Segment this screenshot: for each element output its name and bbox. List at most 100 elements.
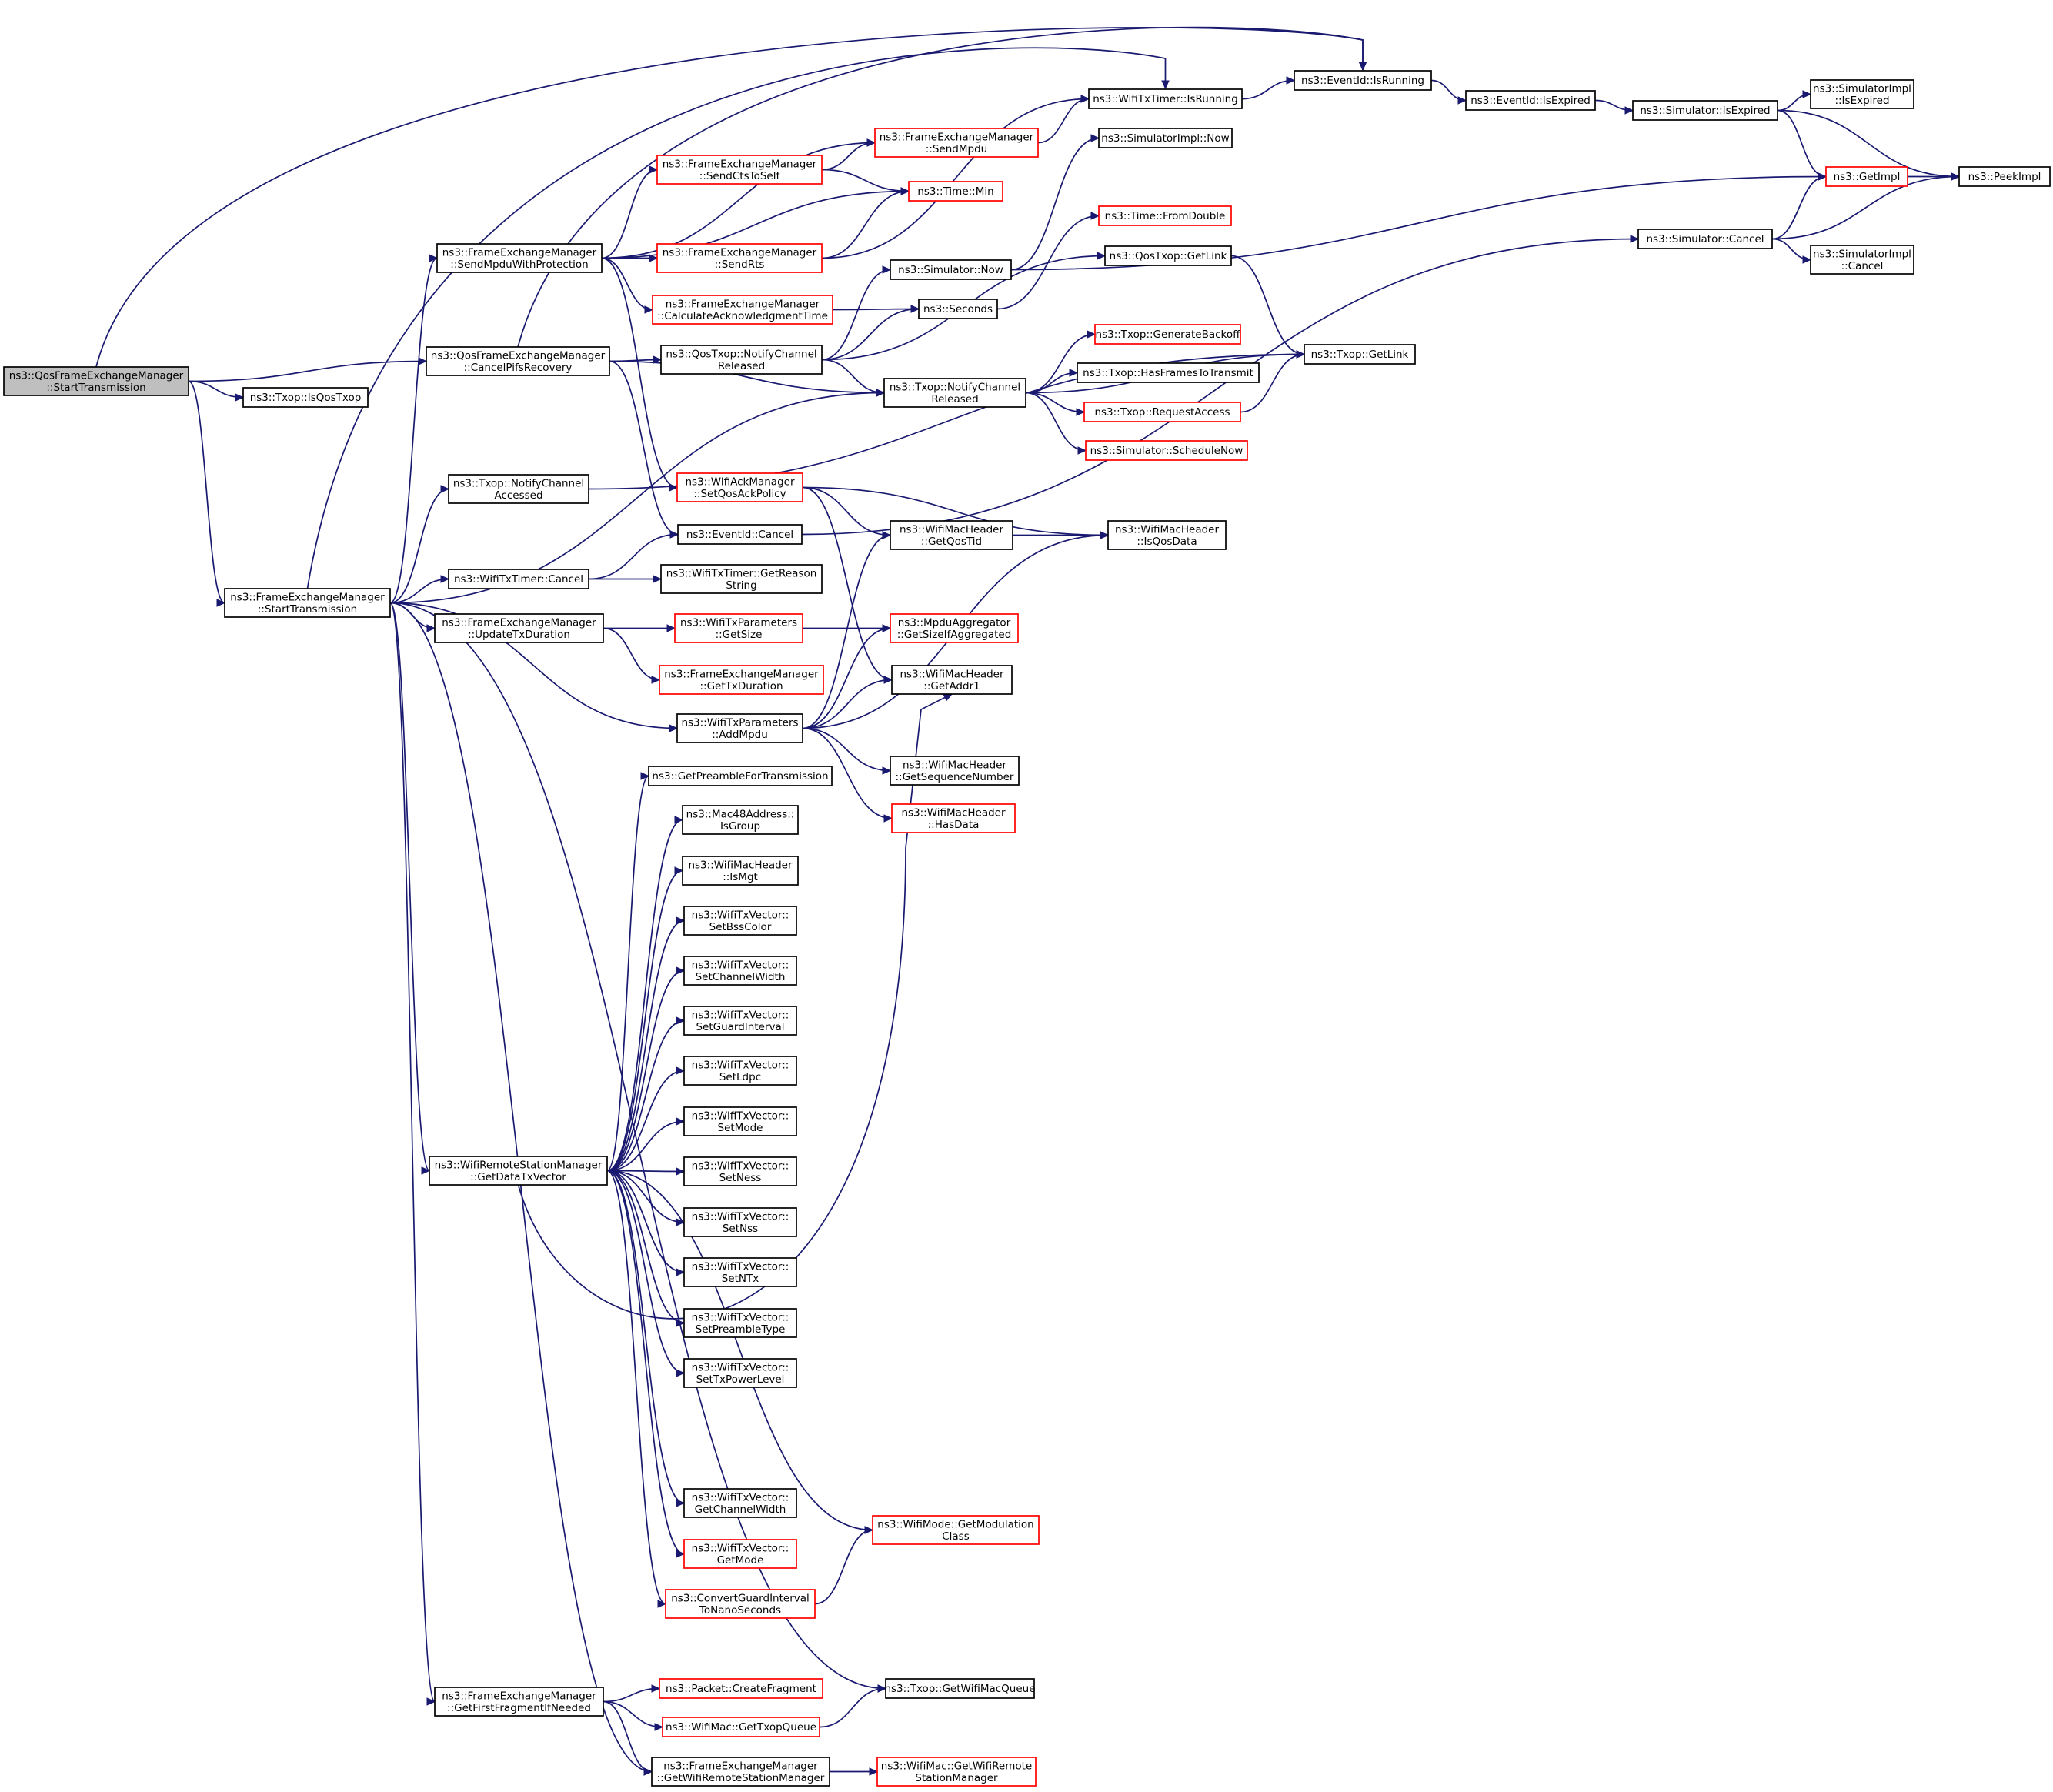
node-getwrsm2[interactable]: ns3::WifiMac::GetWifiRemoteStationManage… (876, 1757, 1037, 1787)
node-reqaccess[interactable]: ns3::Txop::RequestAccess (1083, 402, 1241, 422)
node-isgroup[interactable]: ns3::Mac48Address::IsGroup (682, 805, 799, 835)
node-genbackoff[interactable]: ns3::Txop::GenerateBackoff (1094, 324, 1241, 345)
node-label: ns3::QosTxop::GetLink (1110, 250, 1227, 262)
node-getpreamble[interactable]: ns3::GetPreambleForTransmission (648, 766, 833, 786)
node-setldpc[interactable]: ns3::WifiTxVector::SetLdpc (683, 1056, 797, 1086)
node-getseq[interactable]: ns3::WifiMacHeader::GetSequenceNumber (890, 756, 1020, 786)
edge-arrowhead (1087, 330, 1097, 339)
node-wtimerrun[interactable]: ns3::WifiTxTimer::IsRunning (1088, 88, 1243, 109)
node-getwmq[interactable]: ns3::Txop::GetWifiMacQueue (884, 1678, 1036, 1699)
node-cpr[interactable]: ns3::QosFrameExchangeManager::CancelPifs… (426, 346, 610, 376)
node-schednow[interactable]: ns3::Simulator::ScheduleNow (1085, 440, 1248, 461)
edge-line (1025, 392, 1085, 413)
edge-arrowhead (640, 772, 650, 780)
node-gwrsm[interactable]: ns3::FrameExchangeManager::GetWifiRemote… (651, 1757, 830, 1787)
node-gettxopq[interactable]: ns3::WifiMac::GetTxopQueue (662, 1717, 820, 1737)
node-settxp[interactable]: ns3::WifiTxVector::SetTxPowerLevel (683, 1358, 797, 1388)
node-sendrts[interactable]: ns3::FrameExchangeManager::SendRts (656, 243, 823, 273)
node-box (3, 366, 189, 396)
node-label: ::SendCtsToSelf (699, 170, 781, 182)
node-wtcancel[interactable]: ns3::WifiTxTimer::Cancel (448, 569, 589, 589)
node-gdtv[interactable]: ns3::WifiRemoteStationManager::GetDataTx… (429, 1156, 608, 1186)
node-gettxdur[interactable]: ns3::FrameExchangeManager::GetTxDuration (659, 665, 824, 695)
node-addmpdu[interactable]: ns3::WifiTxParameters::AddMpdu (676, 713, 803, 743)
node-qgetlink[interactable]: ns3::QosTxop::GetLink (1104, 245, 1232, 266)
edge-line (389, 257, 438, 604)
node-hasdata[interactable]: ns3::WifiMacHeader::HasData (891, 803, 1016, 833)
node-utxd[interactable]: ns3::FrameExchangeManager::UpdateTxDurat… (434, 613, 604, 643)
node-getimpl[interactable]: ns3::GetImpl (1825, 166, 1908, 187)
node-getsizeagg[interactable]: ns3::MpduAggregator::GetSizeIfAggregated (890, 613, 1019, 643)
node-simcancel[interactable]: ns3::Simulator::Cancel (1637, 229, 1773, 249)
node-createfrag[interactable]: ns3::Packet::CreateFragment (659, 1678, 823, 1699)
node-label: ns3::Packet::CreateFragment (666, 1683, 816, 1695)
node-root[interactable]: ns3::QosFrameExchangeManager::StartTrans… (3, 366, 189, 396)
node-box (676, 713, 803, 743)
node-setqos[interactable]: ns3::WifiAckManager::SetQosAckPolicy (676, 472, 803, 502)
node-box (891, 665, 1013, 695)
node-box (683, 1488, 797, 1518)
node-setcw[interactable]: ns3::WifiTxVector::SetChannelWidth (683, 956, 797, 986)
node-siexp[interactable]: ns3::SimulatorImpl::IsExpired (1810, 79, 1914, 109)
node-evrun[interactable]: ns3::EventId::IsRunning (1294, 70, 1432, 91)
edge-arrowhead (676, 1167, 686, 1176)
node-setbss[interactable]: ns3::WifiTxVector::SetBssColor (683, 906, 797, 936)
edge-wtcancel-evcancel (588, 530, 679, 580)
node-smwp[interactable]: ns3::FrameExchangeManager::SendMpduWithP… (436, 243, 603, 273)
node-sendmpdu[interactable]: ns3::FrameExchangeManager::SendMpdu (874, 128, 1039, 158)
edge-tncr-reqaccess (1025, 392, 1086, 416)
node-hasframes[interactable]: ns3::Txop::HasFramesToTransmit (1077, 362, 1260, 383)
node-simexp[interactable]: ns3::Simulator::IsExpired (1632, 100, 1778, 121)
edge-arrowhead (676, 1066, 686, 1075)
node-label: ::SendMpdu (926, 143, 987, 155)
node-label: ::GetSize (716, 629, 763, 641)
node-label: SetNTx (722, 1273, 759, 1285)
node-box (1098, 128, 1233, 148)
edge-arrowhead (440, 575, 450, 583)
node-sctself[interactable]: ns3::FrameExchangeManager::SendCtsToSelf (656, 155, 823, 185)
edge-gdtv-ismgt (606, 866, 684, 1172)
node-wtpsize[interactable]: ns3::WifiTxParameters::GetSize (674, 613, 803, 643)
node-getaddr1[interactable]: ns3::WifiMacHeader::GetAddr1 (891, 665, 1013, 695)
node-isqosdata[interactable]: ns3::WifiMacHeader::IsQosData (1107, 520, 1227, 550)
node-tgetlink[interactable]: ns3::Txop::GetLink (1304, 344, 1416, 365)
node-calcack[interactable]: ns3::FrameExchangeManager::CalculateAckn… (652, 295, 833, 325)
node-setpre[interactable]: ns3::WifiTxVector::SetPreambleType (683, 1308, 797, 1338)
node-simnow[interactable]: ns3::Simulator::Now (890, 259, 1012, 280)
node-ismgt[interactable]: ns3::WifiMacHeader::IsMgt (682, 856, 799, 886)
edge-line (517, 693, 953, 1320)
node-evcancel[interactable]: ns3::EventId::Cancel (677, 524, 803, 545)
node-fromdouble[interactable]: ns3::Time::FromDouble (1098, 205, 1232, 226)
edge-arrowhead (1069, 369, 1079, 377)
node-sicancel[interactable]: ns3::SimulatorImpl::Cancel (1810, 245, 1914, 275)
node-setntx[interactable]: ns3::WifiTxVector::SetNTx (683, 1257, 797, 1287)
node-label: ns3::WifiTxTimer::GetReason (666, 567, 817, 579)
node-setness[interactable]: ns3::WifiTxVector::SetNess (683, 1156, 797, 1186)
node-getqostid[interactable]: ns3::WifiMacHeader::GetQosTid (890, 520, 1013, 550)
edge-arrowhead (669, 530, 679, 539)
node-fst[interactable]: ns3::FrameExchangeManager::StartTransmis… (224, 588, 391, 618)
node-label: ns3::ConvertGuardInterval (671, 1592, 810, 1604)
node-gffn[interactable]: ns3::FrameExchangeManager::GetFirstFragm… (434, 1687, 604, 1717)
node-label: ns3::Seconds (923, 303, 993, 315)
node-getcw[interactable]: ns3::WifiTxVector::GetChannelWidth (683, 1488, 797, 1518)
node-box (1637, 229, 1773, 249)
node-getmode[interactable]: ns3::WifiTxVector::GetMode (683, 1539, 797, 1569)
node-isqos[interactable]: ns3::Txop::IsQosTxop (242, 387, 369, 408)
edge-arrowhead (418, 357, 428, 365)
node-timemin[interactable]: ns3::Time::Min (908, 181, 1003, 202)
node-peek[interactable]: ns3::PeekImpl (1958, 166, 2051, 187)
node-setnss[interactable]: ns3::WifiTxVector::SetNss (683, 1207, 797, 1237)
node-evexp[interactable]: ns3::EventId::IsExpired (1465, 90, 1596, 111)
node-seconds[interactable]: ns3::Seconds (918, 299, 998, 319)
node-setmode[interactable]: ns3::WifiTxVector::SetMode (683, 1106, 797, 1136)
edge-line (601, 257, 678, 489)
node-sinow[interactable]: ns3::SimulatorImpl::Now (1098, 128, 1233, 148)
node-setgi[interactable]: ns3::WifiTxVector::SetGuardInterval (683, 1006, 797, 1036)
